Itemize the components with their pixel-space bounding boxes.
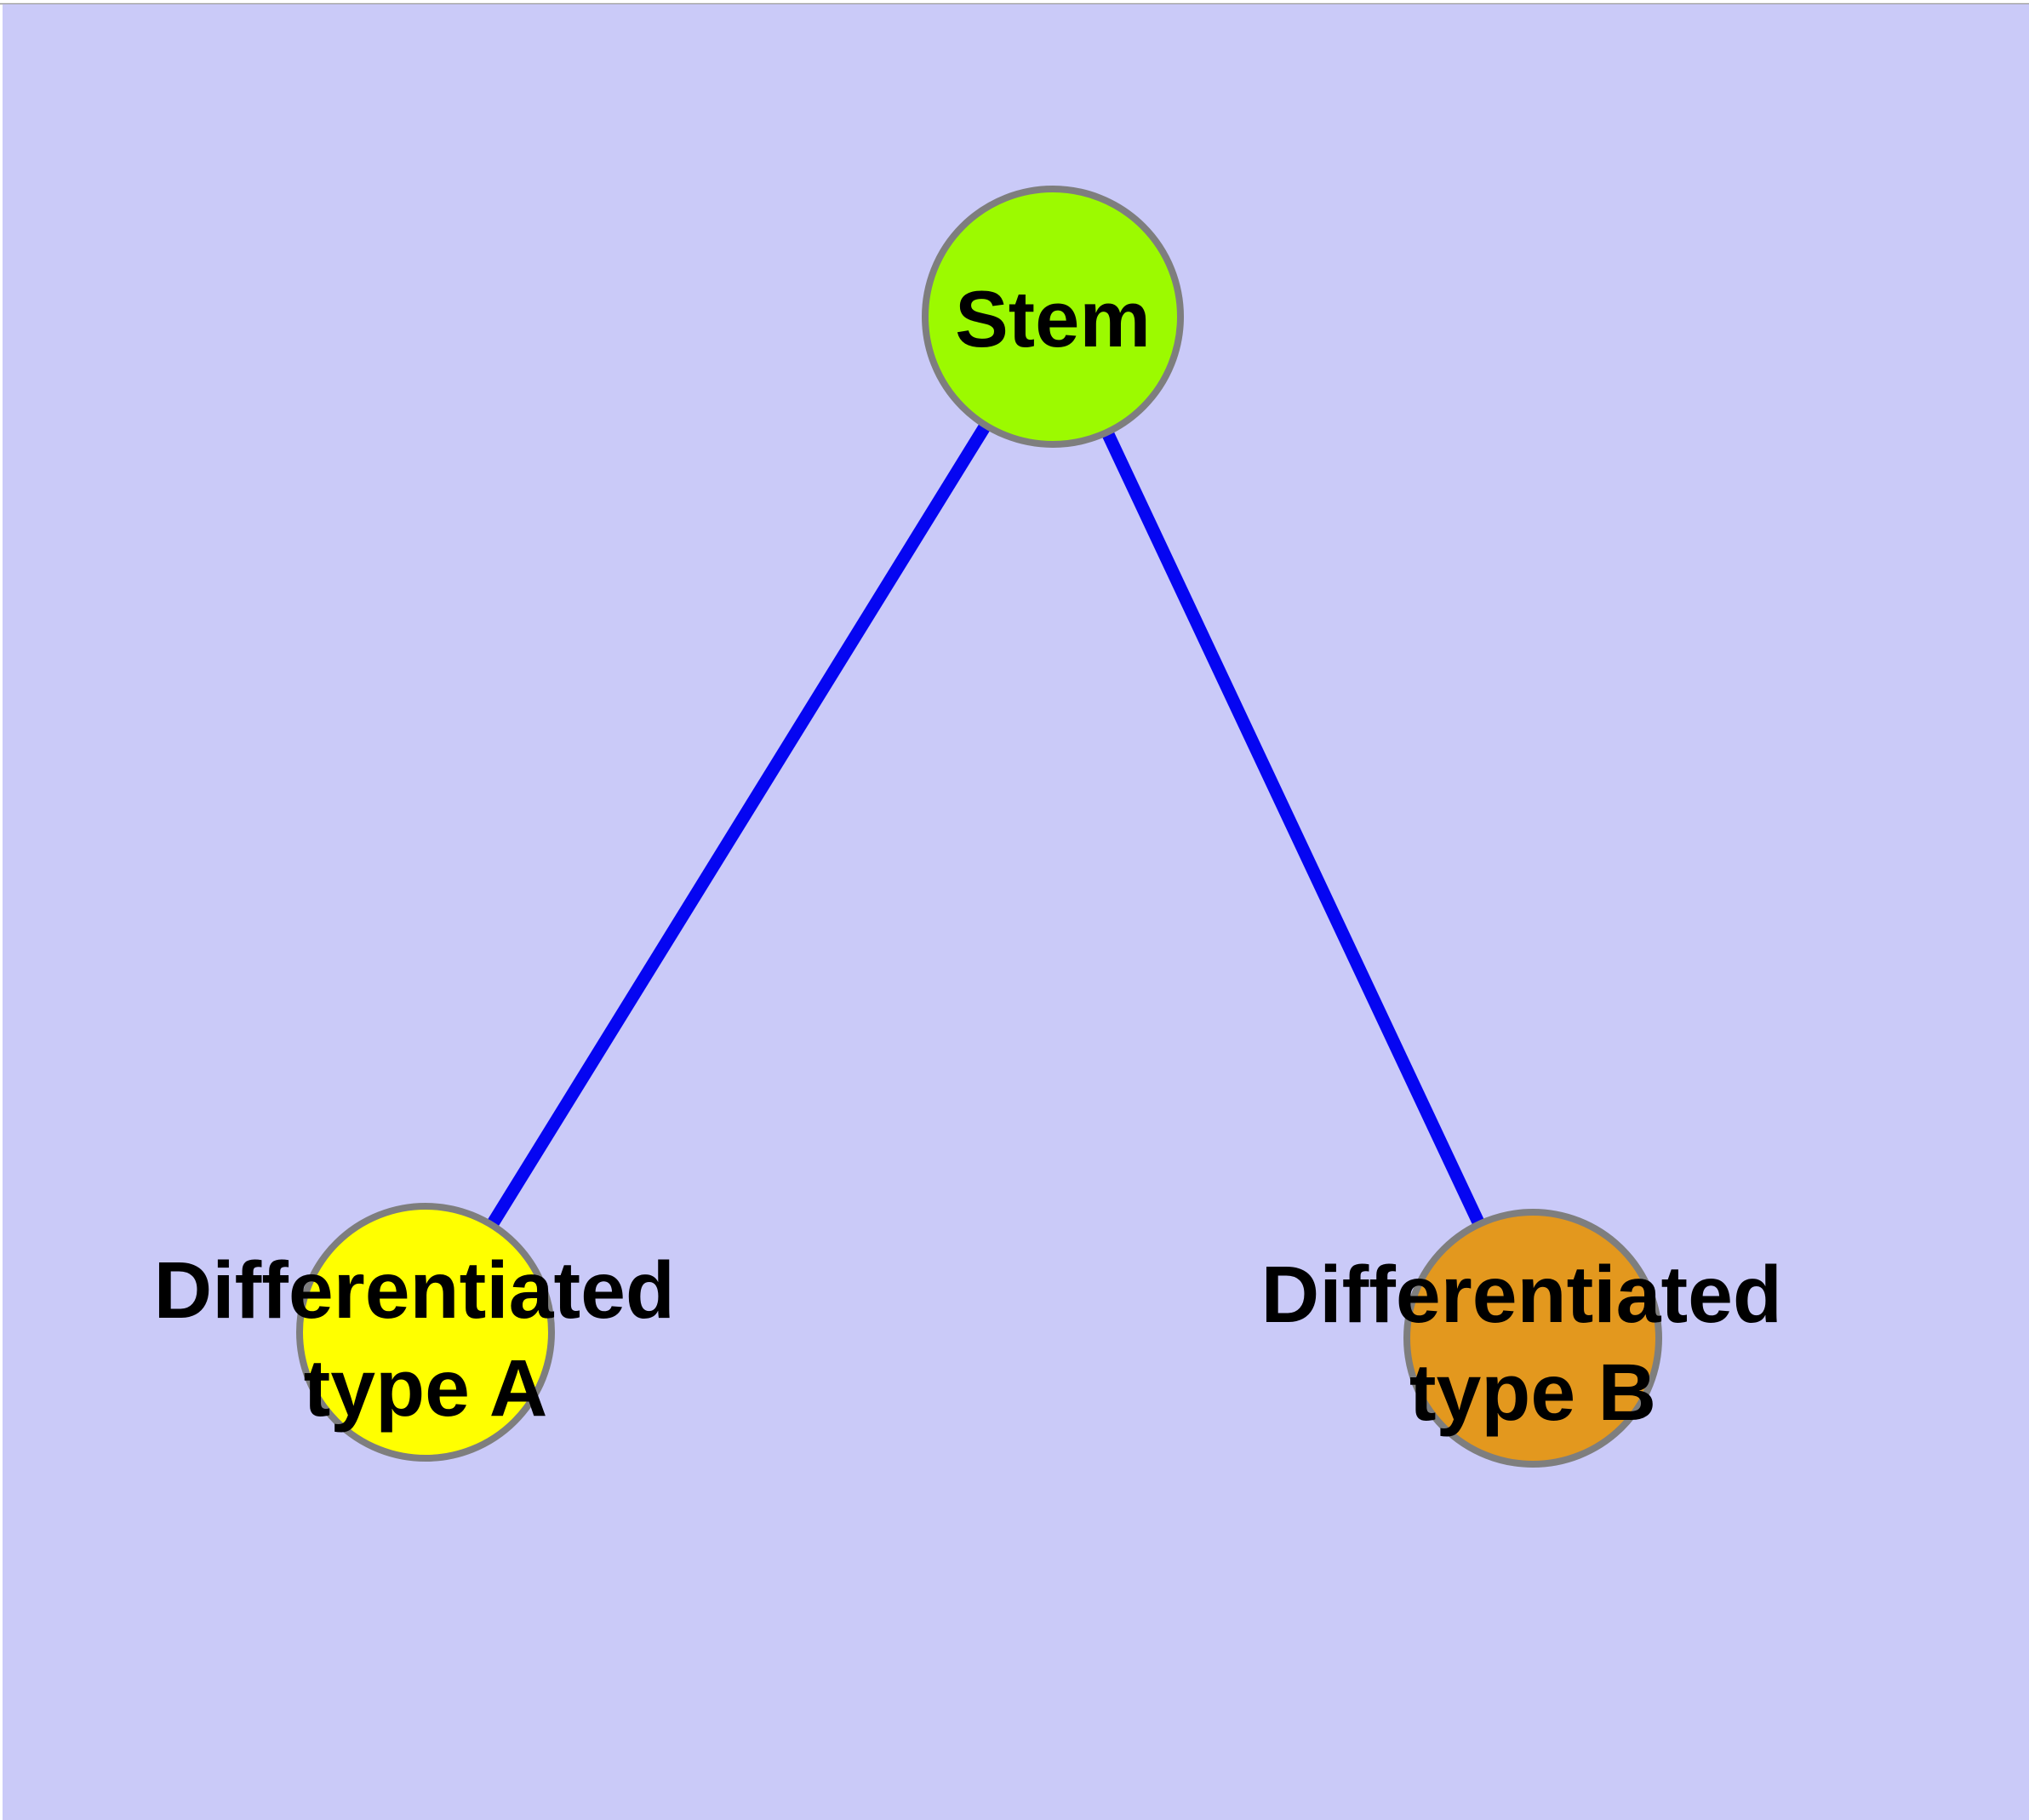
- node-type-b-circle: [1403, 1209, 1662, 1468]
- node-type-b-label: Differentiated type B: [1261, 1250, 1805, 1438]
- node-differentiated-type-b: Differentiated type B: [1261, 1209, 1805, 1468]
- edge-stem-to-type-b: [1047, 313, 1539, 1342]
- edge-layer: [420, 313, 1539, 1342]
- node-type-a-label-line1: Differentiated: [154, 1245, 675, 1336]
- node-stem-label: Stem: [955, 274, 1151, 363]
- node-stem-circle: [922, 186, 1184, 448]
- node-type-a-circle: [296, 1203, 555, 1462]
- node-type-b-label-line2: type B: [1409, 1348, 1656, 1438]
- node-type-a-label: Differentiated type A: [154, 1245, 698, 1434]
- node-stem: Stem: [922, 186, 1184, 448]
- edge-stem-to-type-a: [420, 313, 1059, 1336]
- node-layer: Stem Differentiated type A Differentiate…: [154, 186, 1805, 1468]
- node-type-a-label-line2: type A: [304, 1343, 548, 1434]
- node-differentiated-type-a: Differentiated type A: [154, 1203, 698, 1462]
- node-type-b-label-line1: Differentiated: [1261, 1250, 1782, 1340]
